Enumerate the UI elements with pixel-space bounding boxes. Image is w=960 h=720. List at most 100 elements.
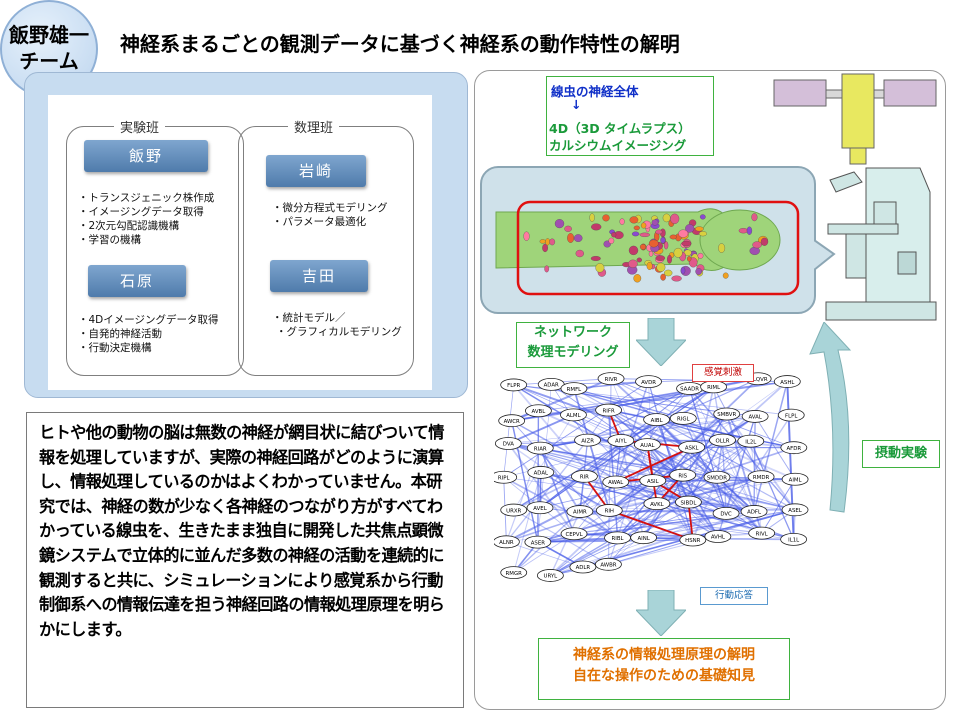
neuron-cell [760,237,769,246]
network-edge [687,439,724,503]
member-iino-tasks: トランスジェニック株作成 イメージングデータ取得 2次元勾配認識機構 学習の機構 [78,191,215,247]
network-edge [573,388,690,534]
network-edge [608,415,756,512]
neuron-cell [648,250,654,257]
neuron-node: RIR [571,469,598,483]
network-edge [689,388,796,511]
network-edge [610,378,723,441]
neuron-node-label: ALNR [499,540,514,546]
neuron-cell [567,233,575,243]
worm-image-frame [480,166,816,314]
neuron-cell [589,213,595,222]
neuron-cell [639,232,650,237]
neuron-region-outline [516,200,800,296]
neuron-cell [640,222,647,229]
neuron-node-label: RIR [580,475,589,481]
neuron-cell [699,214,706,220]
network-edge [655,418,755,513]
network-edge [652,480,719,537]
neuron-node: RMDR [747,470,775,484]
neuron-cell [648,239,659,248]
network-edge [513,384,692,449]
org-chart: 実験班 数理班 飯野 トランスジェニック株作成 イメージングデータ取得 2次元勾… [48,95,432,390]
network-edge [513,509,609,565]
neuron-node-label: RIAR [534,446,547,452]
network-edge [620,378,759,442]
neuron-cell [523,231,530,241]
member-iwasaki: 岩崎 [266,155,366,187]
neuron-cell [660,236,666,244]
neuron-node-label: FLPL [785,413,797,419]
neuron-node: FLPR [500,378,528,392]
neuron-node-label: AVBL [532,409,546,415]
neuron-node-label: CEPVL [565,532,582,538]
neuron-node: RMFL [560,382,588,396]
network-edge [688,413,728,503]
network-edge [688,501,794,540]
neuron-cell [544,265,550,273]
neuron-cell [633,225,640,231]
neuron-node: AWAL [602,475,630,489]
neuron-node-label: RMGR [506,571,523,577]
neuron-node: OLLR [709,433,736,447]
neuron-node-label: AWBR [600,563,616,569]
experimental-group-title: 実験班 [114,117,166,136]
neuron-node: RIH [595,504,623,517]
neuron-node: IL1L [780,532,808,546]
network-edge [721,439,755,512]
imaging-label-box: 線虫の神経全体 ↓ 4D（3D タイムラプス） カルシウムイメージング [546,76,714,156]
neuron-node-label: RIBL [612,536,624,542]
sensory-stimulus-label: 感覚刺激 [692,364,754,382]
member-iwasaki-tasks: 微分方程式モデリング パラメータ最適化 [272,201,388,229]
network-modeling-label: ネットワーク 数理モデリング [516,322,630,368]
network-edge [587,388,690,441]
circuit-edge [615,446,693,483]
neuron-node: IL2L [737,434,765,448]
network-edge [691,446,763,534]
network-edge [538,381,788,412]
neuron-cell [685,224,695,233]
neuron-node: SMBVR [713,407,741,421]
neuron-node-label: RIGL [677,417,690,423]
neuron-node: AFDR [780,441,808,455]
neuron-node: URXR [500,503,528,517]
neuron-node: ADLR [569,560,597,574]
neuron-node: RIML [700,380,728,394]
network-edge [682,418,727,514]
neuron-node: SMDDR [703,470,731,484]
neuron-cell [636,257,642,263]
neuron-node-label: OLQVR [749,377,768,383]
task-item: グラフィカルモデリング [272,325,402,339]
neuron-node-label: AVEL [533,506,546,512]
neuron-node-label: ADAL [534,471,548,477]
network-edge [579,440,622,512]
neuron-cell [664,269,673,277]
neuron-node: DVA [494,437,522,450]
neuron-node-label: IL2L [745,439,756,445]
network-edge [582,537,644,568]
neuron-node-label: AVHL [711,535,725,541]
network-edge [646,444,694,541]
neuron-node-label: AIBL [651,418,663,424]
neuron-cell [619,218,625,225]
network-edge [511,380,788,422]
member-iino: 飯野 [84,140,208,172]
network-edge [506,446,795,543]
down-arrow-icon: ↓ [571,97,582,112]
network-edge [587,439,718,478]
member-ishihara-tasks: 4Dイメージングデータ取得 自発的神経活動 行動決定機構 [78,313,219,355]
network-edge [656,419,762,478]
neuron-cell [633,274,642,283]
description-text: ヒトや他の動物の脳は無数の神経が網目状に結びついて情報を処理していますが、実際の… [39,423,445,639]
neuron-node: AIZR [574,433,601,447]
neuron-node: AVDR [635,375,662,389]
network-edge [648,381,654,481]
conclusion-line2: 自在な操作のための基礎知見 [573,668,755,684]
network-edge [513,472,542,573]
task-item: 2次元勾配認識機構 [78,219,214,233]
neuron-node: RIVR [597,372,625,386]
neuron-node: FLPL [777,408,805,422]
neuron-cell [669,234,677,240]
network-edge [725,416,756,514]
